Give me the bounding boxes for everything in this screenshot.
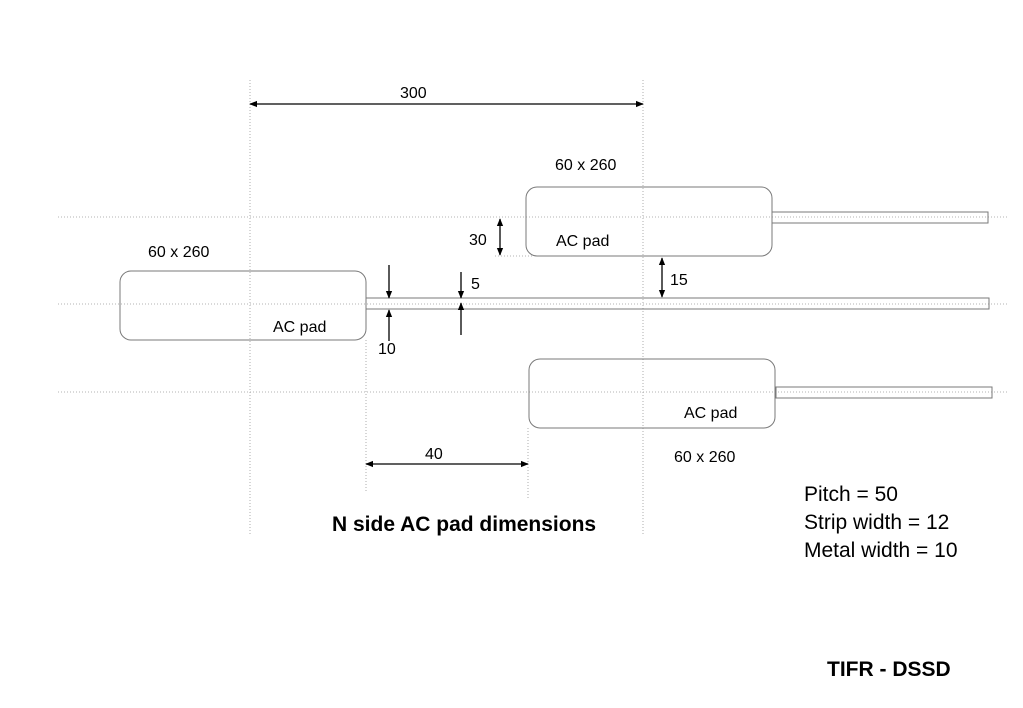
metal-strip-bottom [775,386,993,399]
label-pad-size-top: 60 x 260 [555,157,616,174]
ac-pad-label-top: AC pad [556,233,609,250]
metal-strip-middle [365,297,990,310]
label-pad-size-middle: 60 x 260 [148,244,209,261]
spec-metal-width: Metal width = 10 [804,539,958,562]
ac-pad-label-middle: AC pad [273,319,326,336]
label-pitch-span: 300 [400,85,427,102]
label-metal-width: 10 [378,341,396,358]
ac-pad-middle [119,270,367,341]
spec-strip-width: Strip width = 12 [804,511,949,534]
guide-lines [58,80,1008,535]
label-gap-to-strip: 15 [670,272,688,289]
footer-label: TIFR - DSSD [827,658,951,681]
label-pad-height: 30 [469,232,487,249]
label-pad-separation: 40 [425,446,443,463]
metal-strip-top [771,211,989,224]
label-strip-offset: 5 [471,276,480,293]
ac-pad-label-bottom: AC pad [684,405,737,422]
spec-pitch: Pitch = 50 [804,483,898,506]
ac-pad-bottom [528,358,776,429]
label-pad-size-bottom: 60 x 260 [674,449,735,466]
diagram-title: N side AC pad dimensions [332,513,596,536]
